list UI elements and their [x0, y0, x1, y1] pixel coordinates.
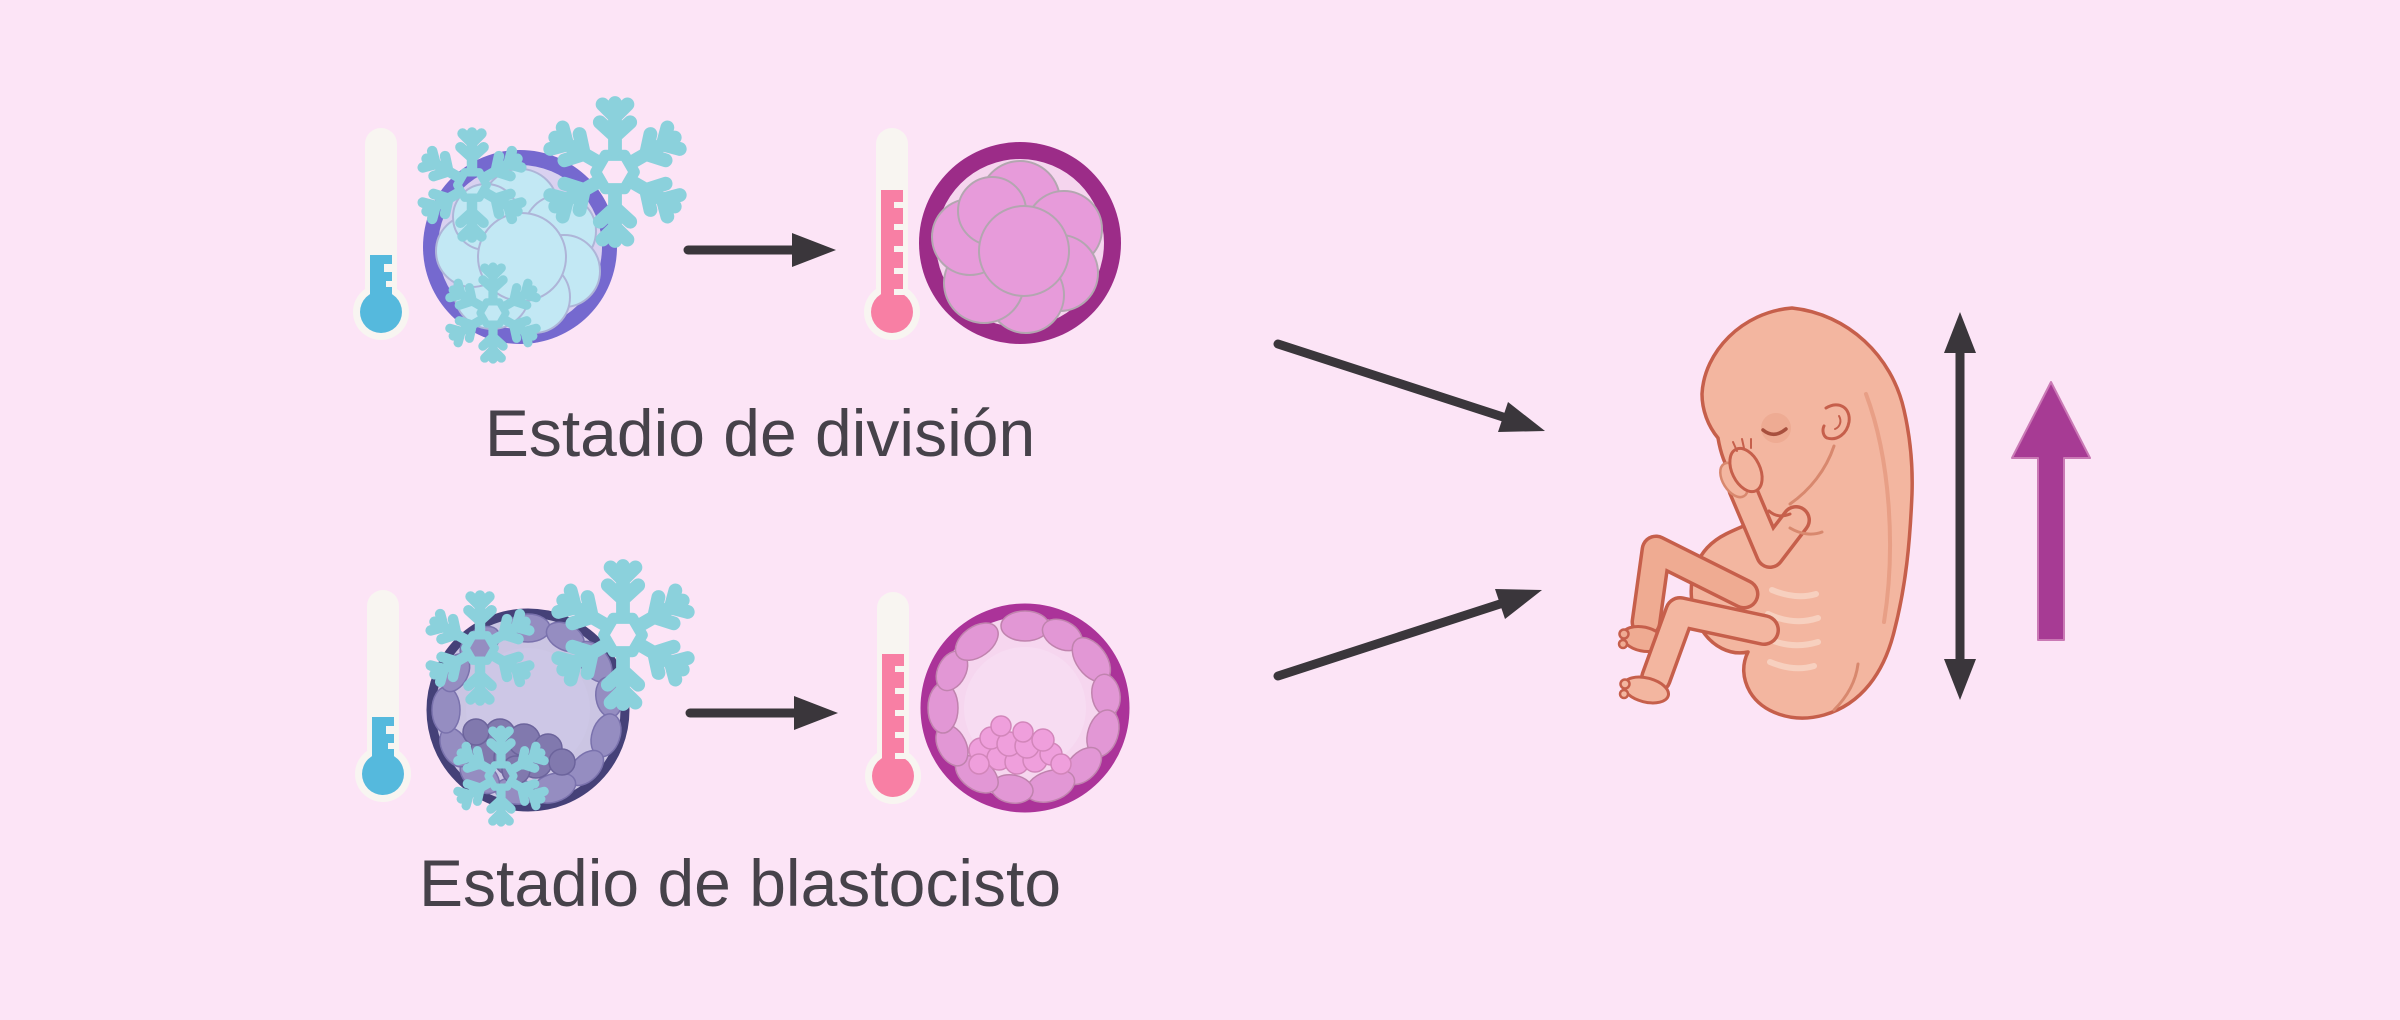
- frozen-division-embryo-icon: [421, 103, 683, 359]
- thaw-arrow-division-icon: [688, 233, 836, 267]
- blastocyst-stage-row: [355, 566, 1125, 822]
- outcome-group: [1617, 306, 2091, 720]
- division-stage-row: [353, 103, 1122, 359]
- thawed-blastocyst-icon: [927, 610, 1125, 808]
- thaw-arrow-blastocyst-icon: [690, 696, 838, 730]
- thermometer-warm-icon: [865, 592, 921, 804]
- thawed-division-embryo-icon: [918, 141, 1122, 345]
- frozen-blastocyst-icon: [429, 566, 691, 822]
- transfer-arrow-from-blastocyst-icon: [1273, 589, 1542, 681]
- transfer-arrow-from-division-icon: [1273, 339, 1545, 432]
- thermometer-warm-icon: [864, 128, 920, 340]
- thermometer-cold-icon: [353, 128, 409, 340]
- blastocyst-stage-label: Estadio de blastocisto: [418, 846, 1062, 920]
- height-double-arrow-icon: [1944, 312, 1976, 700]
- fetus-illustration: [1617, 306, 1914, 720]
- division-stage-label: Estadio de división: [484, 396, 1036, 470]
- success-increase-arrow-icon: [2011, 381, 2091, 641]
- thermometer-cold-icon: [355, 590, 411, 802]
